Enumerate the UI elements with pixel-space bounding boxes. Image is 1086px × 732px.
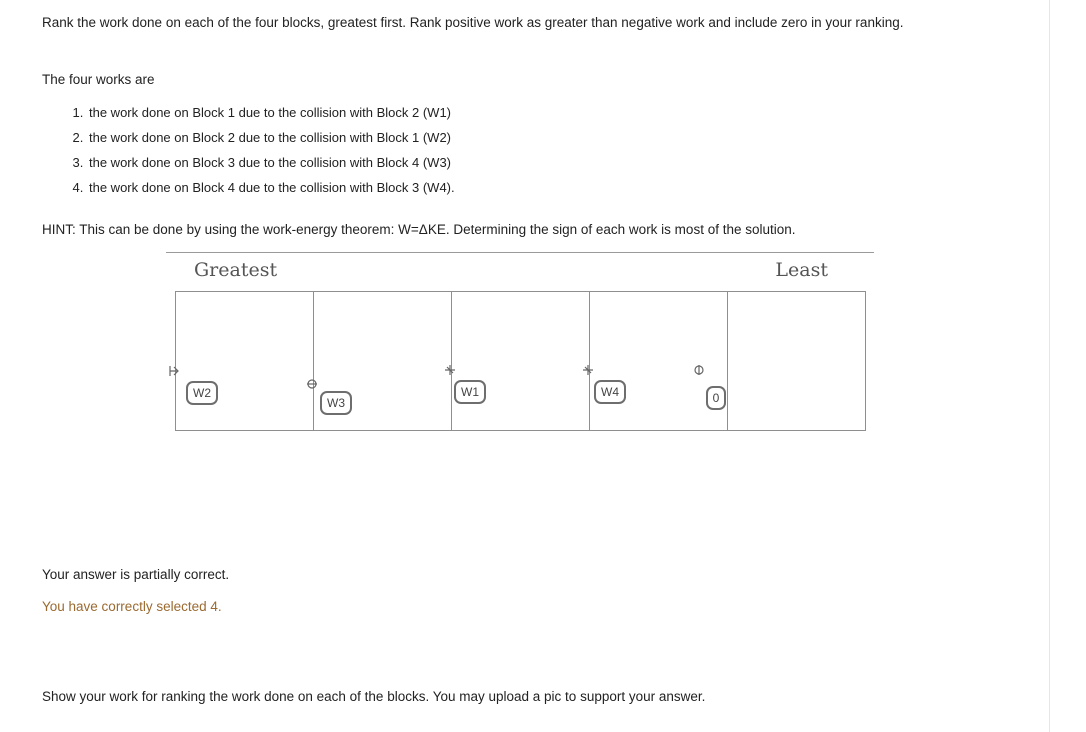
rank-card-w2[interactable]: W2 <box>186 381 218 405</box>
drag-handle-icon[interactable] <box>693 364 705 376</box>
hint-text: HINT: This can be done by using the work… <box>42 222 796 237</box>
list-item: the work done on Block 3 due to the coll… <box>87 150 455 175</box>
list-item: the work done on Block 4 due to the coll… <box>87 175 455 200</box>
rank-card-w3[interactable]: W3 <box>320 391 352 415</box>
page-edge-divider <box>1049 0 1050 732</box>
answer-feedback: You have correctly selected 4. <box>42 599 222 614</box>
show-work-prompt: Show your work for ranking the work done… <box>42 689 706 704</box>
drag-handle-icon[interactable] <box>582 364 594 376</box>
works-intro: The four works are <box>42 72 155 87</box>
list-item: the work done on Block 1 due to the coll… <box>87 100 455 125</box>
question-text: Rank the work done on each of the four b… <box>42 15 904 30</box>
drag-handle-icon[interactable] <box>444 364 456 376</box>
ranking-table[interactable]: W2 W3 W1 W4 0 <box>169 291 866 431</box>
drag-handle-icon[interactable] <box>306 378 318 390</box>
works-list: the work done on Block 1 due to the coll… <box>42 100 455 200</box>
ranking-slot-1[interactable]: W2 <box>169 292 314 430</box>
answer-status: Your answer is partially correct. <box>42 567 230 582</box>
ranking-slot-4[interactable]: W4 0 <box>583 292 728 430</box>
ranking-slot-3[interactable]: W1 <box>445 292 590 430</box>
rank-card-w4[interactable]: W4 <box>594 380 626 404</box>
rank-card-zero[interactable]: 0 <box>706 386 726 410</box>
drag-handle-icon[interactable] <box>168 365 180 377</box>
ranking-header: Greatest Least <box>166 252 874 287</box>
ranking-slot-5[interactable] <box>728 292 865 430</box>
least-label: Least <box>775 259 828 281</box>
greatest-label: Greatest <box>194 259 278 281</box>
ranking-slot-2[interactable]: W3 <box>307 292 452 430</box>
list-item: the work done on Block 2 due to the coll… <box>87 125 455 150</box>
rank-card-w1[interactable]: W1 <box>454 380 486 404</box>
